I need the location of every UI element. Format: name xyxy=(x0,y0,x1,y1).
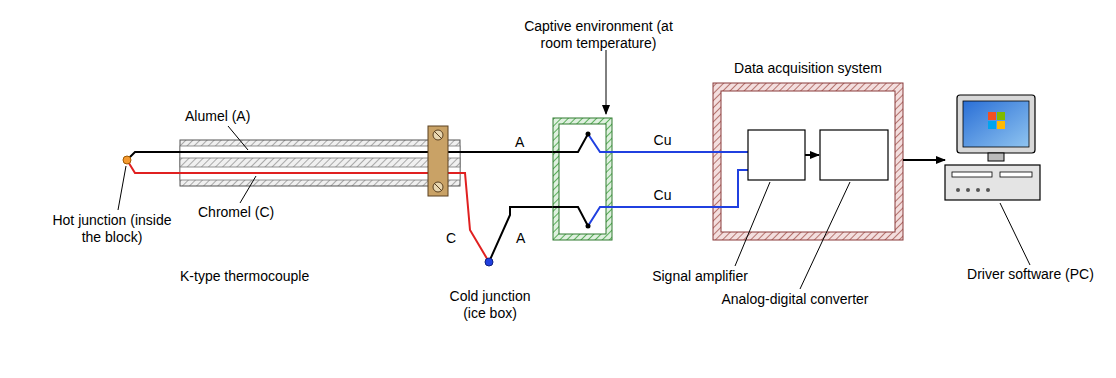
node-heading: Captive environment (at room temperature… xyxy=(524,18,674,52)
wire-label: Cu xyxy=(654,132,672,149)
junction-label: Cold junction (ice box) xyxy=(443,288,538,322)
computer-icon: Driver software (PC) xyxy=(945,95,1040,200)
wire-connector xyxy=(612,151,713,153)
node-heading: Driver software (PC) xyxy=(967,266,1094,283)
component-label: Analog-digital converter xyxy=(721,291,868,308)
node-heading: Data acquisition system xyxy=(734,60,882,77)
wire-letter: A xyxy=(516,230,525,247)
junction-label: Hot junction (inside the block) xyxy=(52,212,172,246)
wire-connector xyxy=(612,206,713,208)
wire-label: Chromel (C) xyxy=(198,204,274,221)
device-label: K-type thermocouple xyxy=(180,268,309,285)
wire-connector xyxy=(903,159,945,161)
wire-letter: C xyxy=(446,230,456,247)
wire-label: Cu xyxy=(654,187,672,204)
wire-label: Alumel (A) xyxy=(185,108,250,125)
component-label: Signal amplifier xyxy=(652,268,748,285)
enclosure-box: Captive environment (at room temperature… xyxy=(553,118,612,240)
acquisition-box: Data acquisition system xyxy=(713,83,903,240)
wire-letter: A xyxy=(515,134,524,151)
